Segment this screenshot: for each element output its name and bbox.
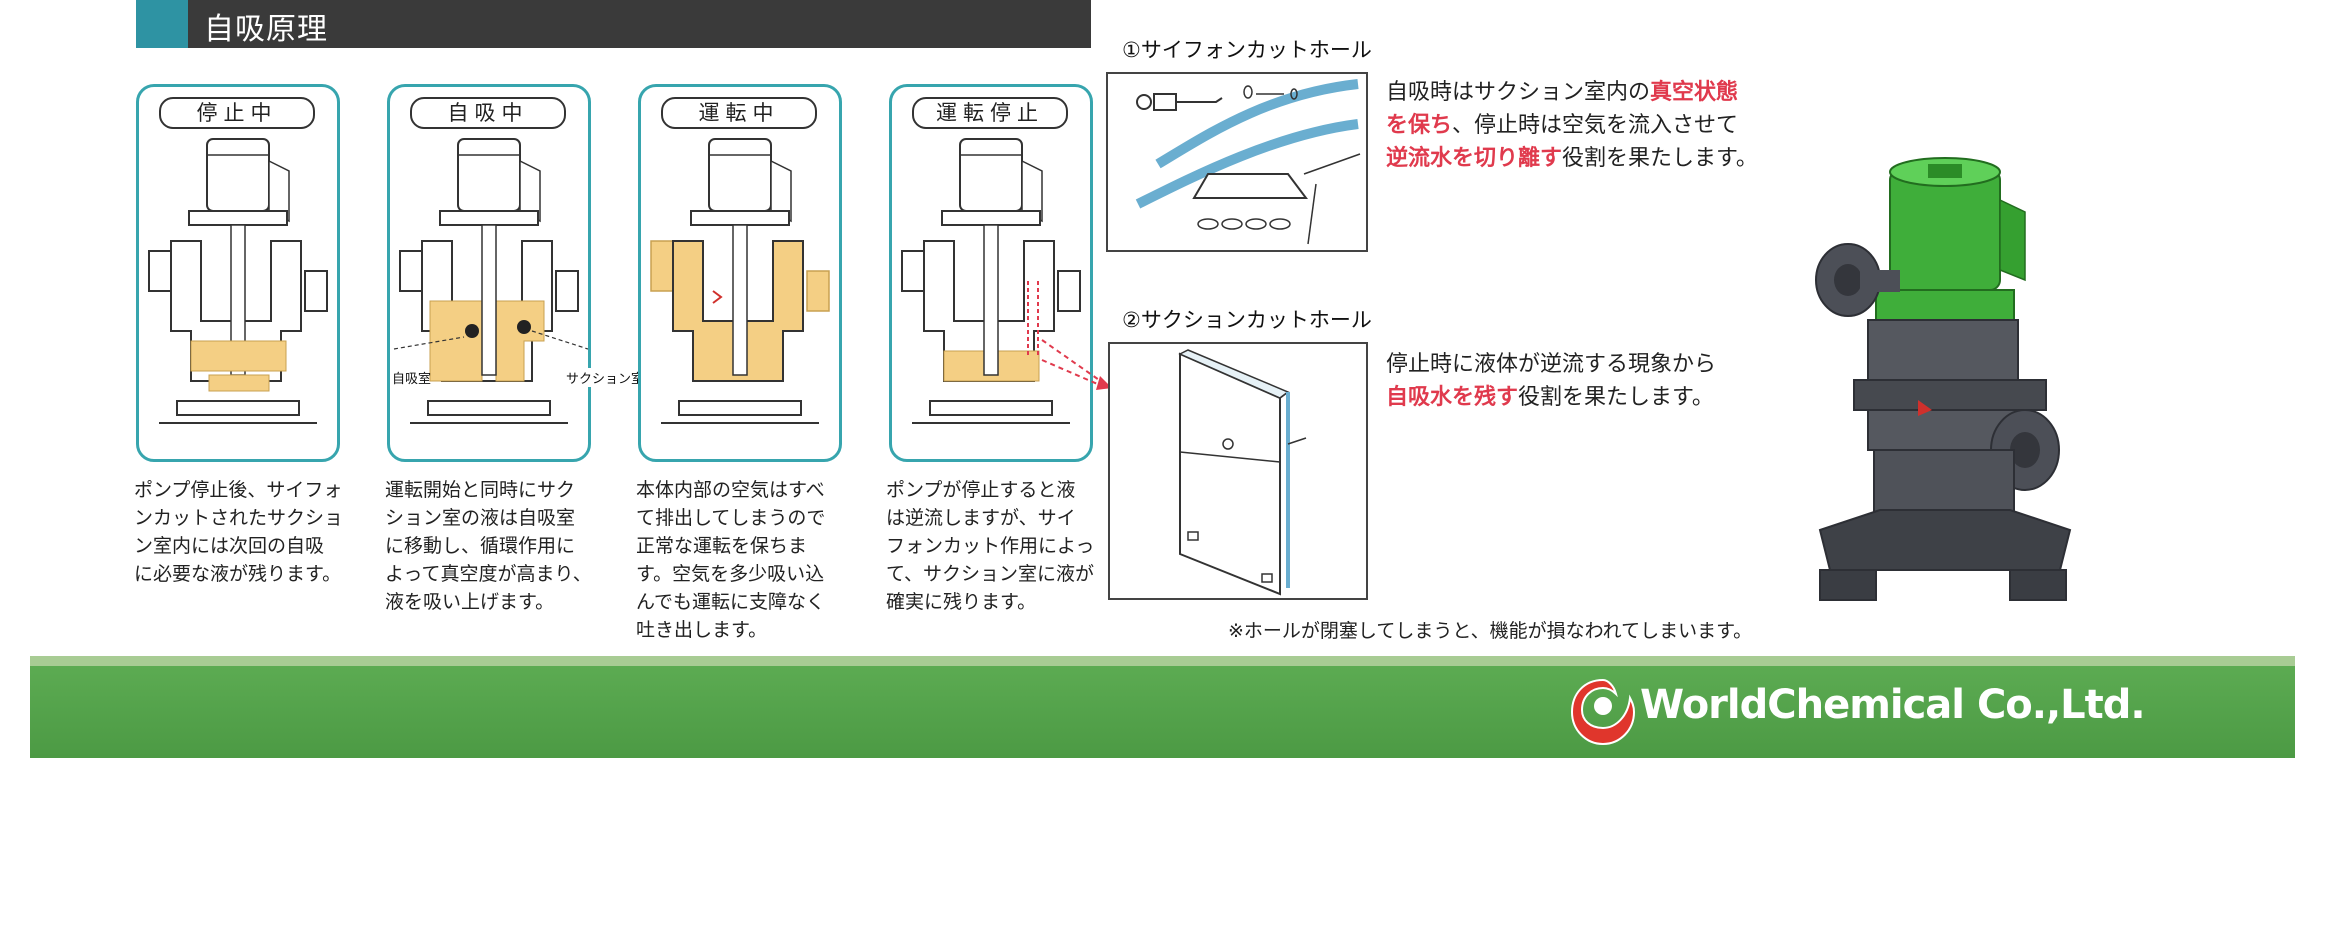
stage-title: 停止中 xyxy=(159,97,315,129)
stage-card-running: 運転中 xyxy=(638,84,842,462)
desc-line: す。空気を多少吸い込 xyxy=(636,563,825,585)
stage-title: 運転中 xyxy=(661,97,817,129)
desc-line: ション室の液は自吸室 xyxy=(385,507,576,529)
text-span: 役割を果たします。 xyxy=(1562,146,1758,171)
stage-title: 自吸中 xyxy=(410,97,566,129)
suction-hole-description: 停止時に液体が逆流する現象から 自吸水を残す役割を果たします。 xyxy=(1386,348,1716,414)
desc-line: フォンカット作用によっ xyxy=(886,535,1095,557)
suction-hole-illustration xyxy=(1108,342,1368,600)
company-logo-icon xyxy=(1570,678,1636,746)
text-span: 役割を果たします。 xyxy=(1518,385,1714,410)
desc-line: よって真空度が高まり、 xyxy=(385,563,592,585)
pump-cross-section-diagram xyxy=(148,138,328,424)
pump-cross-section-diagram xyxy=(901,138,1081,424)
desc-line: んでも運転に支障なく xyxy=(636,591,826,613)
stage-card-shutdown: 運転停止 xyxy=(889,84,1093,462)
desc-line: ポンプ停止後、サイフォ xyxy=(134,479,343,501)
siphon-hole-illustration xyxy=(1106,72,1368,252)
desc-line: 確実に残ります。 xyxy=(886,591,1037,613)
section-header-bar xyxy=(136,0,1091,48)
pump-product-image xyxy=(1815,157,2072,601)
siphon-hole-title: ①サイフォンカットホール xyxy=(1122,38,1372,62)
suction-hole-diagram xyxy=(1178,349,1307,596)
stage-title: 運転停止 xyxy=(912,97,1068,129)
desc-line: は逆流しますが、サイ xyxy=(886,507,1076,529)
stage-card-priming: 自吸中 xyxy=(387,84,591,462)
desc-line: て、サクション室に液が xyxy=(886,563,1095,585)
desc-line: ポンプが停止すると液 xyxy=(886,479,1076,501)
label-self-priming-chamber: 自吸室 xyxy=(392,372,432,387)
desc-line: ン室内には次回の自吸 xyxy=(134,535,325,557)
pointer-arrow-icon xyxy=(1041,339,1112,390)
desc-line: に移動し、循環作用に xyxy=(385,535,576,557)
highlight-span: 逆流水を切り離す xyxy=(1386,146,1563,171)
hole-blockage-note: ※ホールが閉塞してしまうと、機能が損なわれてしまいます。 xyxy=(1228,620,1753,642)
label-suction-chamber: サクション室 xyxy=(566,368,645,387)
desc-line: 吐き出します。 xyxy=(636,619,768,641)
footer-band xyxy=(30,666,2295,758)
text-line: 停止時に液体が逆流する現象から xyxy=(1386,352,1717,377)
desc-line: て排出してしまうので xyxy=(636,507,826,529)
stage-description-running: 本体内部の空気はすべ て排出してしまうので 正常な運転を保ちま す。空気を多少吸… xyxy=(636,476,856,644)
section-title: 自吸原理 xyxy=(204,12,328,47)
text-span: 、停止時は空気を流入させて xyxy=(1452,113,1739,138)
siphon-hole-description: 自吸時はサクション室内の真空状態 を保ち、停止時は空気を流入させて 逆流水を切り… xyxy=(1386,76,1758,175)
siphon-hole-diagram xyxy=(1135,79,1361,245)
desc-line: 運転開始と同時にサク xyxy=(385,479,576,501)
stage-description-shutdown: ポンプが停止すると液 は逆流しますが、サイ フォンカット作用によっ て、サクショ… xyxy=(886,476,1106,616)
suction-hole-title: ②サクションカットホール xyxy=(1122,308,1372,332)
stage-description-stopped: ポンプ停止後、サイフォ ンカットされたサクショ ン室内には次回の自吸 に必要な液… xyxy=(134,476,354,588)
company-name: WorldChemical Co.,Ltd. xyxy=(1640,682,2146,728)
pump-cross-section-diagram xyxy=(650,138,830,424)
highlight-span: を保ち xyxy=(1386,113,1453,138)
desc-line: 液を吸い上げます。 xyxy=(385,591,555,613)
text-span: 自吸時はサクション室内の xyxy=(1386,80,1651,105)
highlight-span: 真空状態 xyxy=(1650,80,1739,105)
footer-band-highlight xyxy=(30,656,2295,666)
desc-line: ンカットされたサクショ xyxy=(134,507,344,529)
stage-card-stopped: 停止中 xyxy=(136,84,340,462)
pump-cross-section-diagram xyxy=(393,138,588,424)
desc-line: に必要な液が残ります。 xyxy=(134,563,342,585)
desc-line: 正常な運転を保ちま xyxy=(636,535,808,557)
stage-description-priming: 運転開始と同時にサク ション室の液は自吸室 に移動し、循環作用に よって真空度が… xyxy=(385,476,605,616)
section-header-accent xyxy=(136,0,188,48)
desc-line: 本体内部の空気はすべ xyxy=(636,479,825,501)
highlight-span: 自吸水を残す xyxy=(1386,385,1519,410)
